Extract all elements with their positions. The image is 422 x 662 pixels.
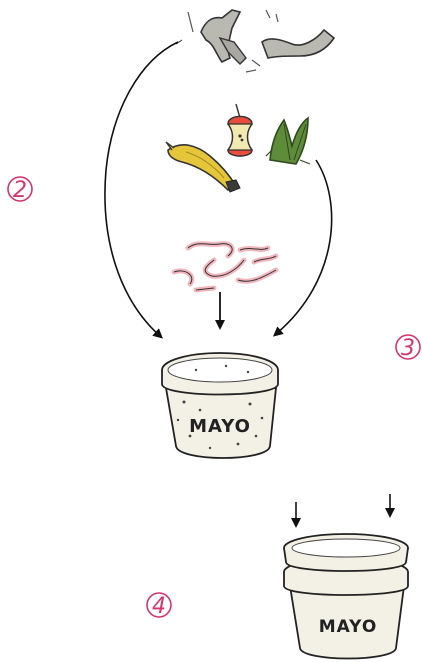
step-2-marker: 2: [8, 177, 32, 203]
step-4-marker: 4: [147, 593, 171, 619]
upper-tub-label: MAYO: [189, 416, 251, 437]
worms-icon: [174, 244, 276, 290]
arrow-right-long: [276, 160, 332, 334]
lower-tub-label: MAYO: [319, 617, 378, 637]
step-2-number: 2: [13, 178, 27, 203]
mayo-tub-icon: MAYO: [162, 353, 278, 458]
step-3-number: 3: [401, 336, 415, 361]
step-3-marker: 3: [396, 335, 420, 361]
stacked-mayo-tubs-icon: MAYO: [284, 534, 408, 659]
apple-core-icon: [228, 104, 252, 156]
arrow-left-long: [105, 42, 178, 336]
shredded-paper-icon: [176, 10, 334, 72]
step-4-number: 4: [152, 594, 166, 619]
lettuce-leaf-icon: [266, 118, 310, 164]
